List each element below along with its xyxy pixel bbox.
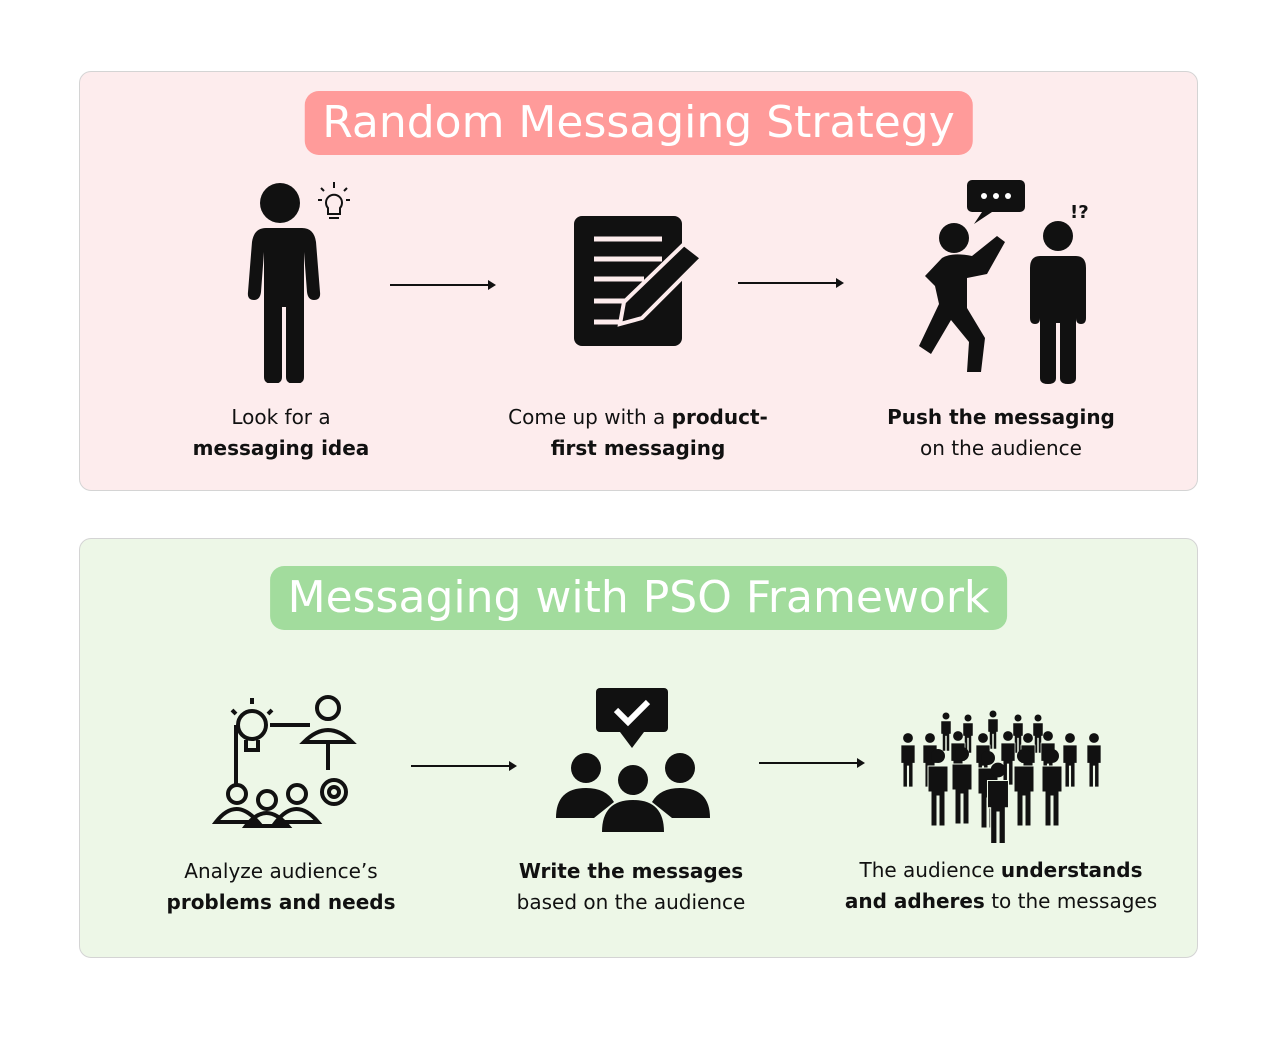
flow-arrow: [411, 761, 517, 771]
person-figure: [1032, 714, 1044, 754]
person-figure: [962, 714, 974, 754]
panel-title: Random Messaging Strategy: [304, 91, 973, 155]
person-figure: [940, 712, 952, 752]
panel-title: Messaging with PSO Framework: [269, 566, 1008, 630]
person-figure: [1012, 714, 1024, 754]
person-figure: [927, 749, 949, 827]
person-figure: [1086, 733, 1102, 788]
flow-arrow: [390, 280, 496, 290]
step-caption: Come up with a product-first messaging: [508, 405, 768, 460]
push-messaging-icon: !?: [919, 180, 1089, 384]
svg-text:!?: !?: [1070, 202, 1089, 223]
person-figure: [900, 733, 916, 788]
flow-arrow: [738, 278, 844, 288]
person-lightbulb-icon: [247, 182, 350, 383]
person-figure: [951, 747, 973, 825]
document-pen-icon: [574, 216, 704, 346]
person-figure: [1062, 733, 1078, 788]
person-figure: [986, 762, 1010, 843]
person-figure: [1000, 731, 1016, 786]
crowd-icon: [900, 710, 1102, 843]
analyze-audience-icon: [212, 695, 357, 828]
person-figure: [987, 710, 999, 750]
person-figure: [1041, 749, 1063, 827]
group-approval-icon: [556, 688, 710, 832]
flow-arrow: [759, 758, 865, 768]
person-figure: [1013, 749, 1035, 827]
